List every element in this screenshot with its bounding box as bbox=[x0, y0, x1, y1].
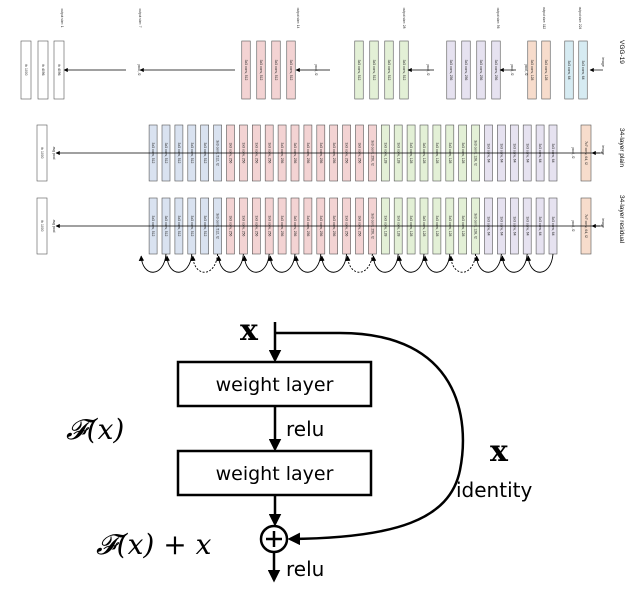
plain-fc-label: fc 1000 bbox=[40, 147, 44, 158]
vgg-output-3: output size: 28 bbox=[402, 8, 406, 29]
residual-shortcut-2 bbox=[474, 253, 502, 273]
architecture-comparison: VGG-19 image 3x3 conv, 64 3x3 conv, 64 pool,… bbox=[20, 7, 625, 273]
residual-shortcut-3 bbox=[448, 253, 477, 273]
plain-avgpool: avg pool bbox=[52, 147, 56, 160]
vgg-g3-layer-2 bbox=[369, 40, 379, 100]
vgg-g2-layer-2-label: 3x3 conv, 256 bbox=[464, 60, 468, 81]
vgg-fc-2 bbox=[20, 40, 32, 100]
sum-label: 𝓕(x) + x bbox=[96, 528, 212, 561]
residual-shortcut-11 bbox=[241, 253, 270, 273]
vgg-output-4: output size: 14 bbox=[296, 8, 300, 29]
residual-shortcut-1 bbox=[499, 253, 528, 273]
vgg-fc-1 bbox=[37, 40, 49, 100]
vgg-g2-layer-3-label: 3x3 conv, 256 bbox=[449, 60, 453, 81]
vgg-pool-0: pool, /2 bbox=[524, 64, 528, 75]
residual-input-label: image bbox=[601, 218, 605, 228]
residual-shortcut-8 bbox=[319, 253, 348, 273]
residual-avgpool: avg pool bbox=[52, 220, 56, 233]
vgg-g1-layer-1 bbox=[527, 40, 537, 100]
vgg-g0-layer-0-label: 3x3 conv, 64 bbox=[581, 61, 585, 80]
vgg-g2-layer-0-label: 3x3 conv, 256 bbox=[494, 60, 498, 81]
residual-shortcut-4 bbox=[422, 253, 451, 273]
vgg-g0-layer-0 bbox=[578, 40, 588, 100]
relu-bottom-label: relu bbox=[286, 557, 324, 581]
vgg-g2-layer-2 bbox=[461, 40, 471, 100]
residual-shortcut-12 bbox=[216, 253, 244, 273]
vgg-g0-layer-1 bbox=[564, 40, 574, 100]
identity-label: identity bbox=[456, 478, 532, 502]
plain-fc bbox=[36, 124, 48, 182]
vgg-g0-layer-1-label: 3x3 conv, 64 bbox=[567, 61, 571, 80]
relu-mid-label: relu bbox=[286, 417, 324, 441]
vgg-output-2: output size: 56 bbox=[496, 8, 500, 29]
fx-label: 𝓕(x) bbox=[66, 413, 124, 446]
vgg-pool-4: pool, /2 bbox=[137, 64, 141, 75]
vgg-g4-layer-0 bbox=[286, 40, 296, 100]
residual-shortcut-6 bbox=[370, 253, 399, 273]
vgg-output-0: output size: 224 bbox=[578, 7, 582, 30]
vgg-g4-layer-2-label: 3x3 conv, 512 bbox=[259, 60, 263, 81]
vgg-g4-layer-3-label: 3x3 conv, 512 bbox=[244, 60, 248, 81]
plain-input-label: image bbox=[601, 145, 605, 155]
vgg-g4-layer-2 bbox=[256, 40, 266, 100]
vgg-fc-0 bbox=[53, 40, 65, 100]
vgg-output-6: output size: 1 bbox=[60, 9, 64, 28]
residual-shortcut-0 bbox=[525, 253, 554, 273]
identity-x-label: x bbox=[490, 434, 509, 469]
vgg-g2-layer-3 bbox=[446, 40, 456, 100]
input-x-label: x bbox=[240, 313, 259, 348]
residual-shortcut-10 bbox=[267, 253, 296, 273]
residual-shortcut-5 bbox=[396, 253, 425, 273]
residual-shortcut-13 bbox=[190, 253, 219, 273]
vgg-g3-layer-1 bbox=[384, 40, 394, 100]
vgg-input-label: image bbox=[601, 57, 605, 67]
vgg-g4-layer-0-label: 3x3 conv, 512 bbox=[289, 60, 293, 81]
identity-shortcut-arrow bbox=[275, 331, 465, 546]
vgg-output-1: output size: 112 bbox=[542, 7, 546, 29]
residual-shortcut-9 bbox=[293, 253, 322, 273]
vgg-fc-1-label: fc 4096 bbox=[41, 64, 45, 75]
vgg-g3-layer-2-label: 3x3 conv, 512 bbox=[372, 60, 376, 81]
vgg-row-label: VGG-19 bbox=[618, 40, 625, 64]
vgg-fc-2-label: fc 1000 bbox=[24, 64, 28, 75]
plain-row-label: 34-layer plain bbox=[618, 128, 625, 167]
residual-block-diagram: x weight layer relu 𝓕(x) weight layer re… bbox=[66, 313, 532, 583]
vgg-g2-layer-1-label: 3x3 conv, 256 bbox=[479, 60, 483, 81]
vgg-g3-layer-0-label: 3x3 conv, 512 bbox=[402, 60, 406, 81]
vgg-output-5: output size: 7 bbox=[138, 9, 142, 28]
vgg-g1-layer-0-label: 3x3 conv, 128 bbox=[544, 60, 548, 81]
weight-layer-2-label: weight layer bbox=[216, 463, 334, 485]
vgg-g4-layer-1-label: 3x3 conv, 512 bbox=[274, 60, 278, 81]
vgg-fc-0-label: fc 4096 bbox=[57, 64, 61, 75]
vgg-g4-layer-3 bbox=[241, 40, 251, 100]
residual-fc bbox=[36, 197, 48, 255]
vgg-g3-layer-1-label: 3x3 conv, 512 bbox=[387, 60, 391, 81]
vgg-g1-layer-1-label: 3x3 conv, 128 bbox=[530, 60, 534, 81]
weight-layer-1-label: weight layer bbox=[216, 374, 334, 396]
vgg-g4-layer-1 bbox=[271, 40, 281, 100]
residual-shortcut-15 bbox=[138, 253, 167, 273]
vgg-g3-layer-3-label: 3x3 conv, 512 bbox=[357, 60, 361, 81]
vgg-g3-layer-3 bbox=[354, 40, 364, 100]
vgg-g1-layer-0 bbox=[541, 40, 551, 100]
residual-shortcut-14 bbox=[164, 253, 193, 273]
residual-row-label: 34-layer residual bbox=[618, 195, 625, 244]
vgg-g2-layer-1 bbox=[476, 40, 486, 100]
residual-shortcut-7 bbox=[345, 253, 373, 273]
residual-fc-label: fc 1000 bbox=[40, 220, 44, 231]
